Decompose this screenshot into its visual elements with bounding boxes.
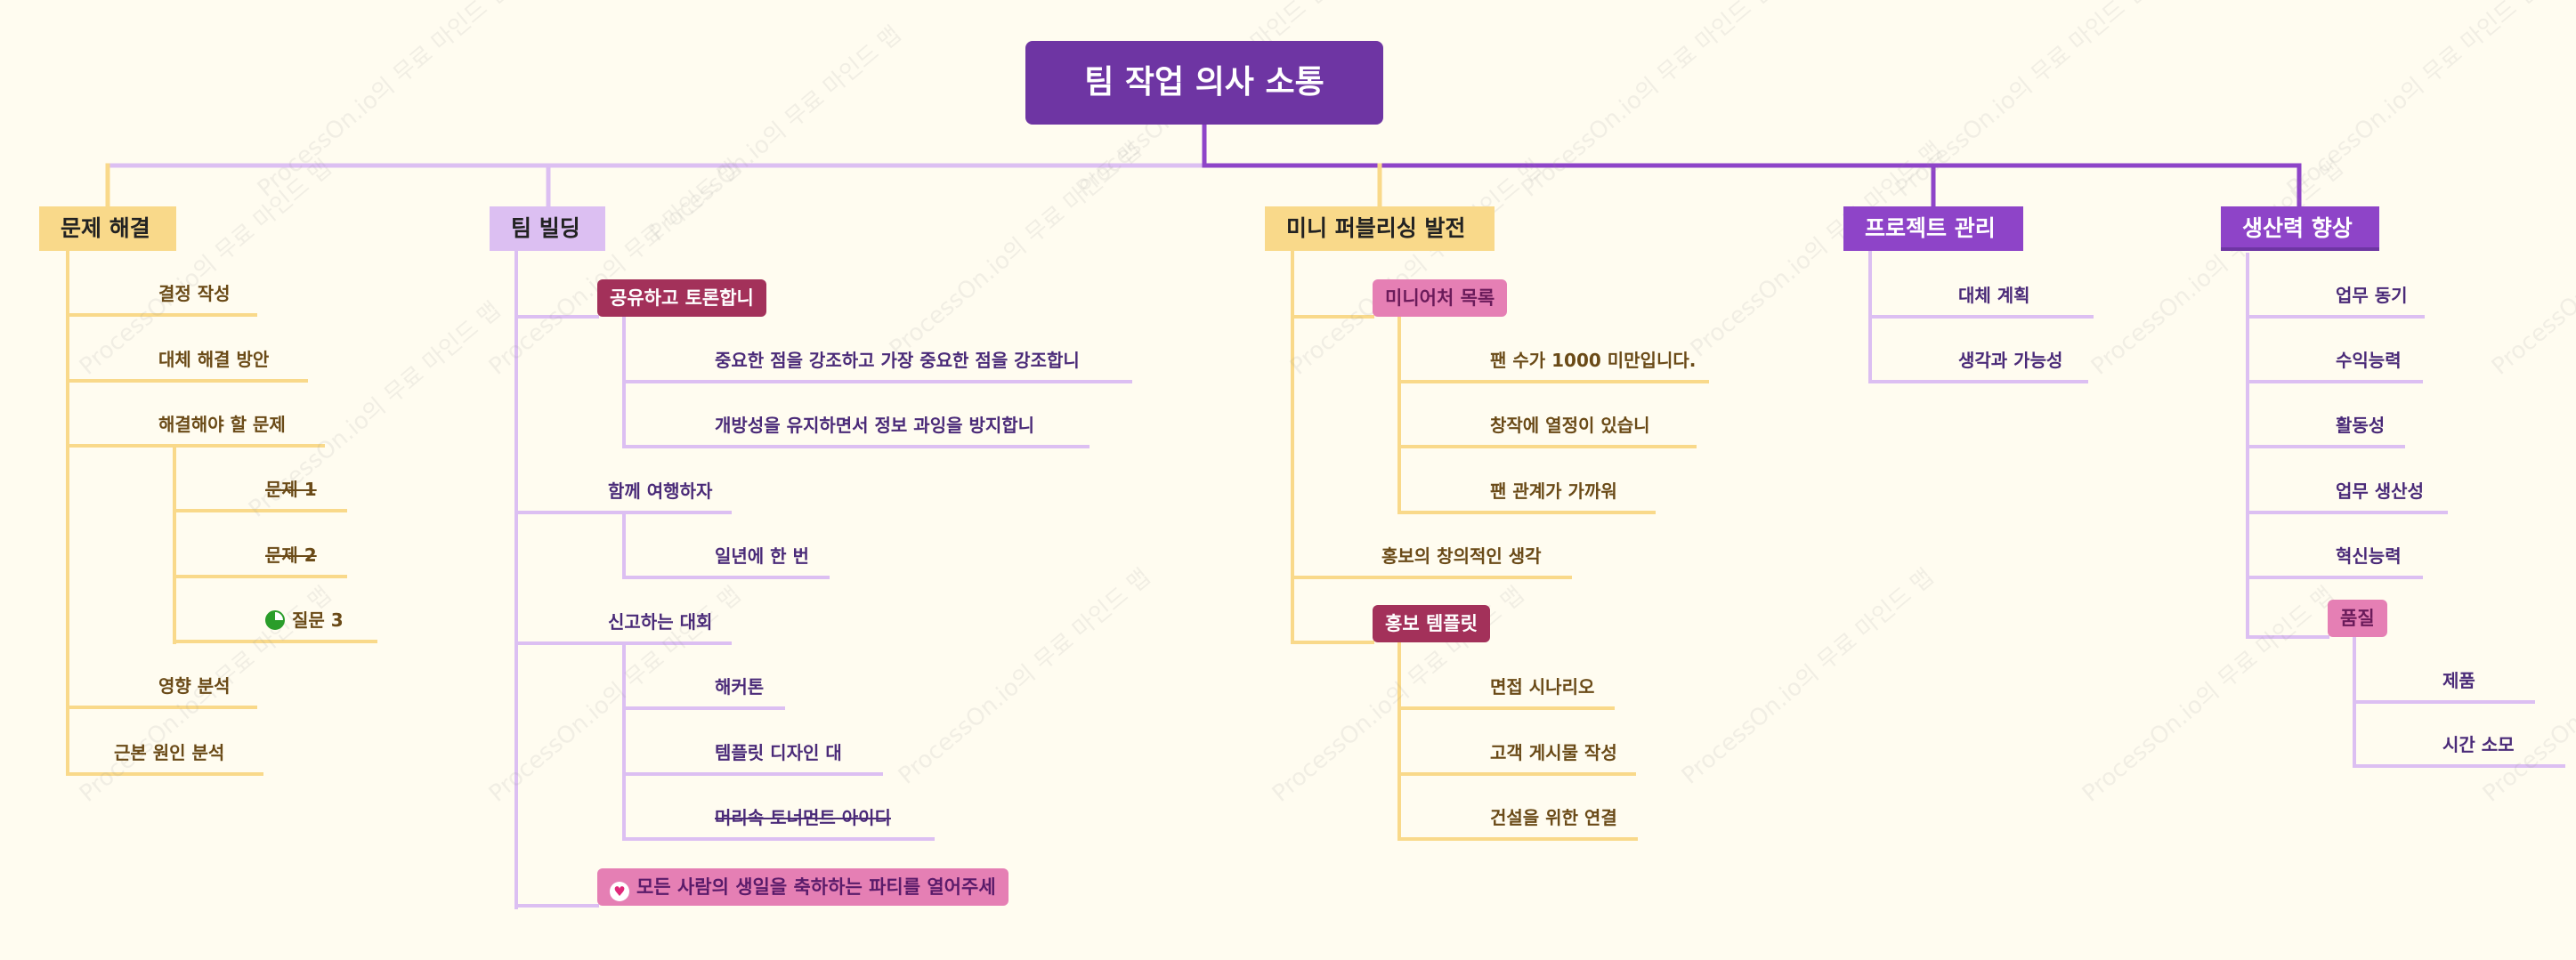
node-birthday-party[interactable]: ♥ 모든 사람의 생일을 축하하는 파티를 열어주세 xyxy=(597,868,1009,906)
node-miniature-list-label: 미니어처 목록 xyxy=(1385,287,1495,309)
node-template-design[interactable]: 템플릿 디자인 대 xyxy=(715,738,842,767)
node-질문-3-label: 질문 3 xyxy=(292,609,344,631)
node-질문-3[interactable]: 질문 3 xyxy=(265,606,344,634)
node-close-fan-relation-label: 팬 관계가 가까워 xyxy=(1490,480,1617,502)
node-passion-creation-label: 창작에 열정이 있습니 xyxy=(1490,415,1650,436)
node-quality[interactable]: 품질 xyxy=(2328,600,2387,637)
node-work-productivity-label: 업무 생산성 xyxy=(2336,480,2424,502)
node-miniature-list[interactable]: 미니어처 목록 xyxy=(1373,279,1508,317)
node-work-motivation-label: 업무 동기 xyxy=(2336,285,2408,306)
node-passion-creation[interactable]: 창작에 열정이 있습니 xyxy=(1490,411,1650,440)
branch-b4-label: 프로젝트 관리 xyxy=(1865,215,1996,241)
node-travel-together-label: 함께 여행하자 xyxy=(608,480,713,502)
node-close-fan-relation[interactable]: 팬 관계가 가까워 xyxy=(1490,477,1617,505)
node-contest-label: 신고하는 대회 xyxy=(608,611,713,633)
node-근본-원인-분석[interactable]: 근본 원인 분석 xyxy=(114,738,224,767)
node-once-a-year[interactable]: 일년에 한 번 xyxy=(715,542,809,570)
node-work-productivity[interactable]: 업무 생산성 xyxy=(2336,477,2424,505)
node-customer-post-label: 고객 게시물 작성 xyxy=(1490,742,1617,763)
node-template-design-label: 템플릿 디자인 대 xyxy=(715,742,842,763)
node-brainstorm-tournament[interactable]: 머리속 토너먼트 아이디 xyxy=(715,803,891,832)
node-근본-원인-분석-label: 근본 원인 분석 xyxy=(114,742,225,763)
node-fans-under-1000-label: 팬 수가 1000 미만입니다. xyxy=(1490,350,1697,371)
node-connection-build-label: 건설을 위한 연결 xyxy=(1490,807,1617,828)
node-avoid-overload[interactable]: 개방성을 유지하면서 정보 과잉을 방지합니 xyxy=(715,411,1034,440)
node-interview-scenario[interactable]: 면접 시나리오 xyxy=(1490,673,1594,701)
node-promo-template[interactable]: 홍보 템플릿 xyxy=(1373,605,1490,642)
node-profitability-label: 수익능력 xyxy=(2336,350,2402,371)
node-work-motivation[interactable]: 업무 동기 xyxy=(2336,281,2408,310)
node-해결해야-할-문제[interactable]: 해결해야 할 문제 xyxy=(158,410,286,439)
node-time-consumption-label: 시간 소모 xyxy=(2442,734,2515,755)
node-activity-label: 활동성 xyxy=(2336,415,2386,436)
branch-b1-label: 문제 해결 xyxy=(61,215,150,241)
branch-b5[interactable]: 생산력 향상 xyxy=(2221,206,2379,251)
node-brainstorm-tournament-label: 머리속 토너먼트 아이디 xyxy=(715,807,891,828)
node-product-label: 제품 xyxy=(2442,670,2475,691)
node-creative-promo[interactable]: 홍보의 창의적인 생각 xyxy=(1381,542,1542,570)
root-topic-label: 팀 작업 의사 소통 xyxy=(1084,64,1324,101)
node-interview-scenario-label: 면접 시나리오 xyxy=(1490,676,1595,698)
node-결정-작성-label: 결정 작성 xyxy=(158,283,231,304)
node-idea-possibility-label: 생각과 가능성 xyxy=(1958,350,2063,371)
node-activity[interactable]: 활동성 xyxy=(2336,411,2385,440)
node-quality-label: 품질 xyxy=(2340,608,2375,629)
branch-b5-label: 생산력 향상 xyxy=(2242,215,2353,241)
node-alt-plan[interactable]: 대체 계획 xyxy=(1958,281,2030,310)
node-connection-build[interactable]: 건설을 위한 연결 xyxy=(1490,803,1617,832)
node-emphasize-points[interactable]: 중요한 점을 강조하고 가장 중요한 점을 강조합니 xyxy=(715,346,1080,375)
node-once-a-year-label: 일년에 한 번 xyxy=(715,545,809,567)
node-share-discuss-label: 공유하고 토론합니 xyxy=(610,287,754,309)
node-product[interactable]: 제품 xyxy=(2442,666,2475,695)
node-문제-1-label: 문제 1 xyxy=(265,479,317,500)
branch-b2-label: 팀 빌딩 xyxy=(511,215,580,241)
node-fans-under-1000[interactable]: 팬 수가 1000 미만입니다. xyxy=(1490,346,1696,375)
node-time-consumption[interactable]: 시간 소모 xyxy=(2442,730,2515,759)
node-birthday-party-label: 모든 사람의 생일을 축하하는 파티를 열어주세 xyxy=(636,876,996,898)
heart-icon: ♥ xyxy=(610,882,629,901)
node-대체-해결-방안-label: 대체 해결 방안 xyxy=(158,349,270,370)
node-customer-post[interactable]: 고객 게시물 작성 xyxy=(1490,738,1617,767)
node-innovation[interactable]: 혁신능력 xyxy=(2336,542,2402,570)
node-promo-template-label: 홍보 템플릿 xyxy=(1385,613,1478,634)
root-topic[interactable]: 팀 작업 의사 소통 xyxy=(1025,41,1383,125)
node-idea-possibility[interactable]: 생각과 가능성 xyxy=(1958,346,2062,375)
node-hackathon[interactable]: 해커톤 xyxy=(715,673,764,701)
node-문제-2[interactable]: 문제 2 xyxy=(265,541,317,569)
node-alt-plan-label: 대체 계획 xyxy=(1958,285,2030,306)
node-avoid-overload-label: 개방성을 유지하면서 정보 과잉을 방지합니 xyxy=(715,415,1035,436)
node-creative-promo-label: 홍보의 창의적인 생각 xyxy=(1381,545,1542,567)
node-share-discuss[interactable]: 공유하고 토론합니 xyxy=(597,279,766,317)
node-해결해야-할-문제-label: 해결해야 할 문제 xyxy=(158,414,286,435)
branch-b4[interactable]: 프로젝트 관리 xyxy=(1843,206,2023,251)
node-결정-작성[interactable]: 결정 작성 xyxy=(158,279,231,308)
branch-b1[interactable]: 문제 해결 xyxy=(39,206,176,251)
node-travel-together[interactable]: 함께 여행하자 xyxy=(608,477,712,505)
node-영향-분석-label: 영향 분석 xyxy=(158,675,231,697)
node-profitability[interactable]: 수익능력 xyxy=(2336,346,2402,375)
node-innovation-label: 혁신능력 xyxy=(2336,545,2402,567)
node-문제-1[interactable]: 문제 1 xyxy=(265,475,317,504)
node-emphasize-points-label: 중요한 점을 강조하고 가장 중요한 점을 강조합니 xyxy=(715,350,1080,371)
branch-b3[interactable]: 미니 퍼블리싱 발전 xyxy=(1265,206,1495,251)
node-영향-분석[interactable]: 영향 분석 xyxy=(158,672,231,700)
node-대체-해결-방안[interactable]: 대체 해결 방안 xyxy=(158,345,269,374)
node-contest[interactable]: 신고하는 대회 xyxy=(608,608,712,636)
progress-75-icon xyxy=(265,610,285,630)
branch-b3-label: 미니 퍼블리싱 발전 xyxy=(1286,215,1466,241)
node-문제-2-label: 문제 2 xyxy=(265,545,317,566)
node-hackathon-label: 해커톤 xyxy=(715,676,765,698)
branch-b2[interactable]: 팀 빌딩 xyxy=(490,206,605,251)
